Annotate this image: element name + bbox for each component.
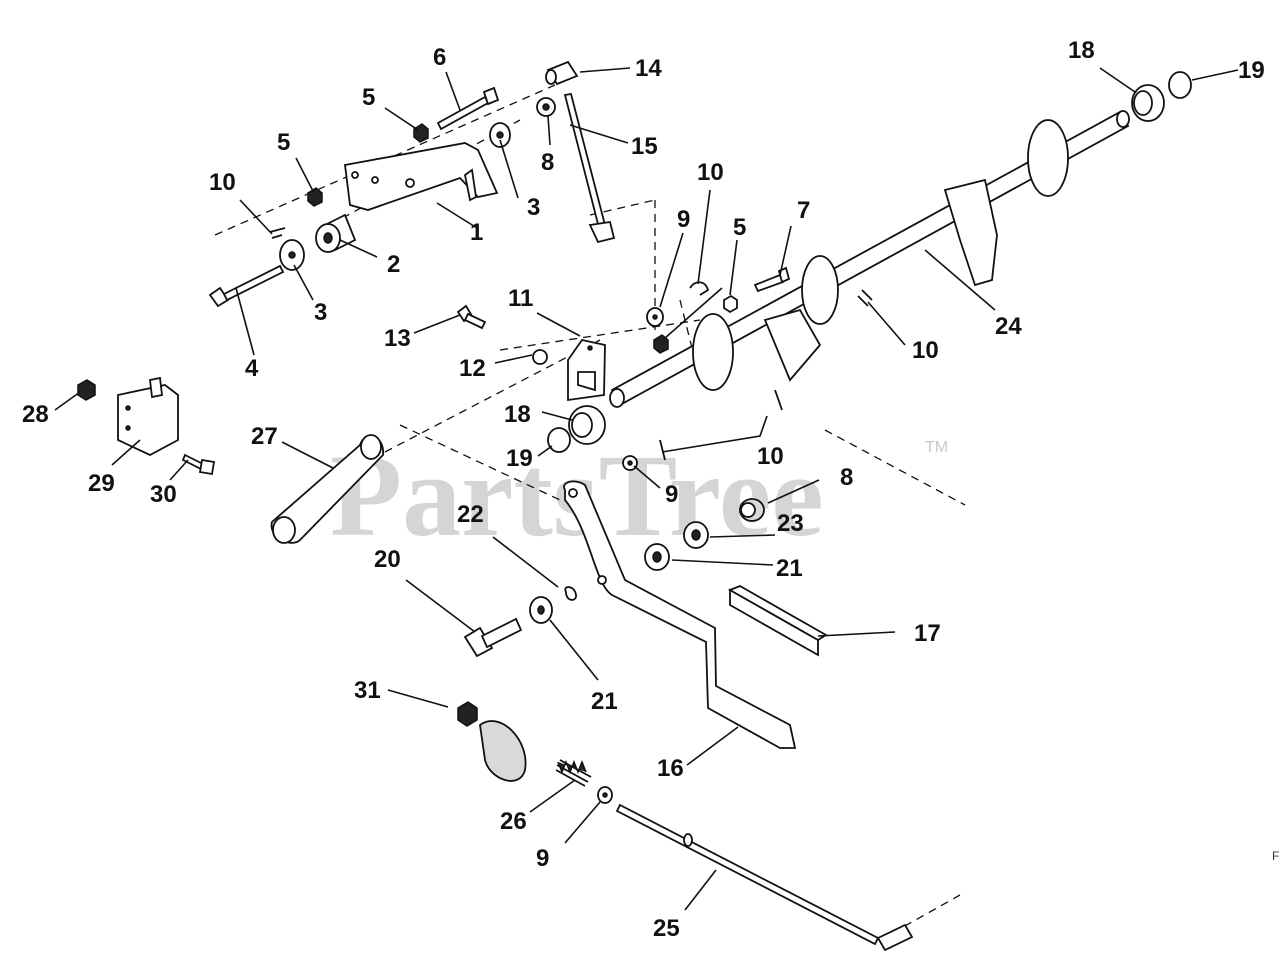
callout-22: 22 <box>457 501 484 528</box>
callout-7: 7 <box>797 197 810 224</box>
bracket-part-29 <box>117 376 179 457</box>
callout-9-a: 9 <box>677 206 690 233</box>
callout-1: 1 <box>470 219 483 246</box>
bolt-part-7 <box>753 266 791 293</box>
shaft-part-24 <box>609 110 1130 408</box>
callout-31: 31 <box>354 677 381 704</box>
washer-part-21-b <box>529 596 553 624</box>
bolt-part-13 <box>456 304 487 330</box>
cotter-pin-part-10-b <box>689 281 710 296</box>
bolt-part-20 <box>463 617 523 658</box>
bolt-part-6 <box>436 86 500 131</box>
callout-12: 12 <box>459 355 486 382</box>
callout-18-lower: 18 <box>504 401 531 428</box>
cotter-pin-part-10-c <box>857 289 873 307</box>
assembly-lines <box>214 84 966 941</box>
rod-part-15 <box>563 92 616 244</box>
callout-9-b: 9 <box>665 481 678 508</box>
callout-15: 15 <box>631 133 658 160</box>
callout-27: 27 <box>251 423 278 450</box>
fitting-part-14 <box>545 60 579 86</box>
pedal-pad-part-17 <box>727 585 828 657</box>
callout-13: 13 <box>384 325 411 352</box>
callout-19-upper: 19 <box>1238 57 1265 84</box>
ring-part-19-lower <box>547 427 571 453</box>
rod-part-25 <box>615 803 914 952</box>
callout-30: 30 <box>150 481 177 508</box>
callout-25: 25 <box>653 915 680 942</box>
nut-part-5-d <box>723 294 738 314</box>
callout-6: 6 <box>433 44 446 71</box>
callout-10-b: 10 <box>697 159 724 186</box>
edge-mark: F <box>1272 849 1279 863</box>
spacer-part-2 <box>315 213 357 253</box>
nut-part-5-c <box>653 334 669 354</box>
washer-part-12 <box>532 349 548 365</box>
washer-part-21-a <box>644 543 670 571</box>
clip-part-22 <box>564 586 577 601</box>
callout-20: 20 <box>374 546 401 573</box>
callout-3-lower: 3 <box>314 299 327 326</box>
callout-21-b: 21 <box>591 688 618 715</box>
gear-part-31 <box>457 701 527 782</box>
callout-17: 17 <box>914 620 941 647</box>
cotter-pin-part-10-d <box>659 389 783 461</box>
bushing-part-18-lower <box>568 405 606 445</box>
washer-part-23 <box>683 521 709 549</box>
pedal-lever-part-16 <box>563 480 797 749</box>
callout-14: 14 <box>635 55 662 82</box>
callout-19-lower: 19 <box>506 445 533 472</box>
callout-8-lower: 8 <box>840 464 853 491</box>
callout-16: 16 <box>657 755 684 782</box>
callout-5-a: 5 <box>362 84 375 111</box>
callout-2: 2 <box>387 251 400 278</box>
nut-part-5-b <box>413 123 429 143</box>
callout-23: 23 <box>777 510 804 537</box>
arm-part-27 <box>270 434 384 544</box>
callout-18-upper: 18 <box>1068 37 1095 64</box>
callout-21-a: 21 <box>776 555 803 582</box>
callout-10-c: 10 <box>912 337 939 364</box>
callout-10-a: 10 <box>209 169 236 196</box>
callout-10-d: 10 <box>757 443 784 470</box>
bushing-part-18-upper <box>1131 84 1165 122</box>
bracket-part-1 <box>344 142 499 211</box>
cotter-pin-part-10-a <box>269 227 286 239</box>
callout-labels: 1 2 3 3 4 5 5 5 6 7 8 8 9 9 9 10 10 10 1… <box>22 37 1265 942</box>
spring-part-26 <box>555 759 592 787</box>
callout-5-b: 5 <box>277 129 290 156</box>
callout-5-c: 5 <box>733 214 746 241</box>
bolt-part-4 <box>208 264 285 308</box>
nut-part-28 <box>77 379 96 401</box>
callout-4: 4 <box>245 355 259 382</box>
callout-24: 24 <box>995 313 1022 340</box>
callout-11: 11 <box>508 285 533 312</box>
callout-9-c: 9 <box>536 845 549 872</box>
nut-part-5-a <box>307 187 323 207</box>
callout-8-upper: 8 <box>541 149 554 176</box>
callout-3-upper: 3 <box>527 194 540 221</box>
ring-part-19-upper <box>1168 71 1192 99</box>
plate-part-11 <box>567 338 606 402</box>
callout-29: 29 <box>88 470 115 497</box>
screw-part-30 <box>181 453 216 476</box>
callout-28: 28 <box>22 401 49 428</box>
callout-26: 26 <box>500 808 527 835</box>
watermark-trademark: TM <box>925 439 948 456</box>
leader-lines <box>54 67 1239 911</box>
